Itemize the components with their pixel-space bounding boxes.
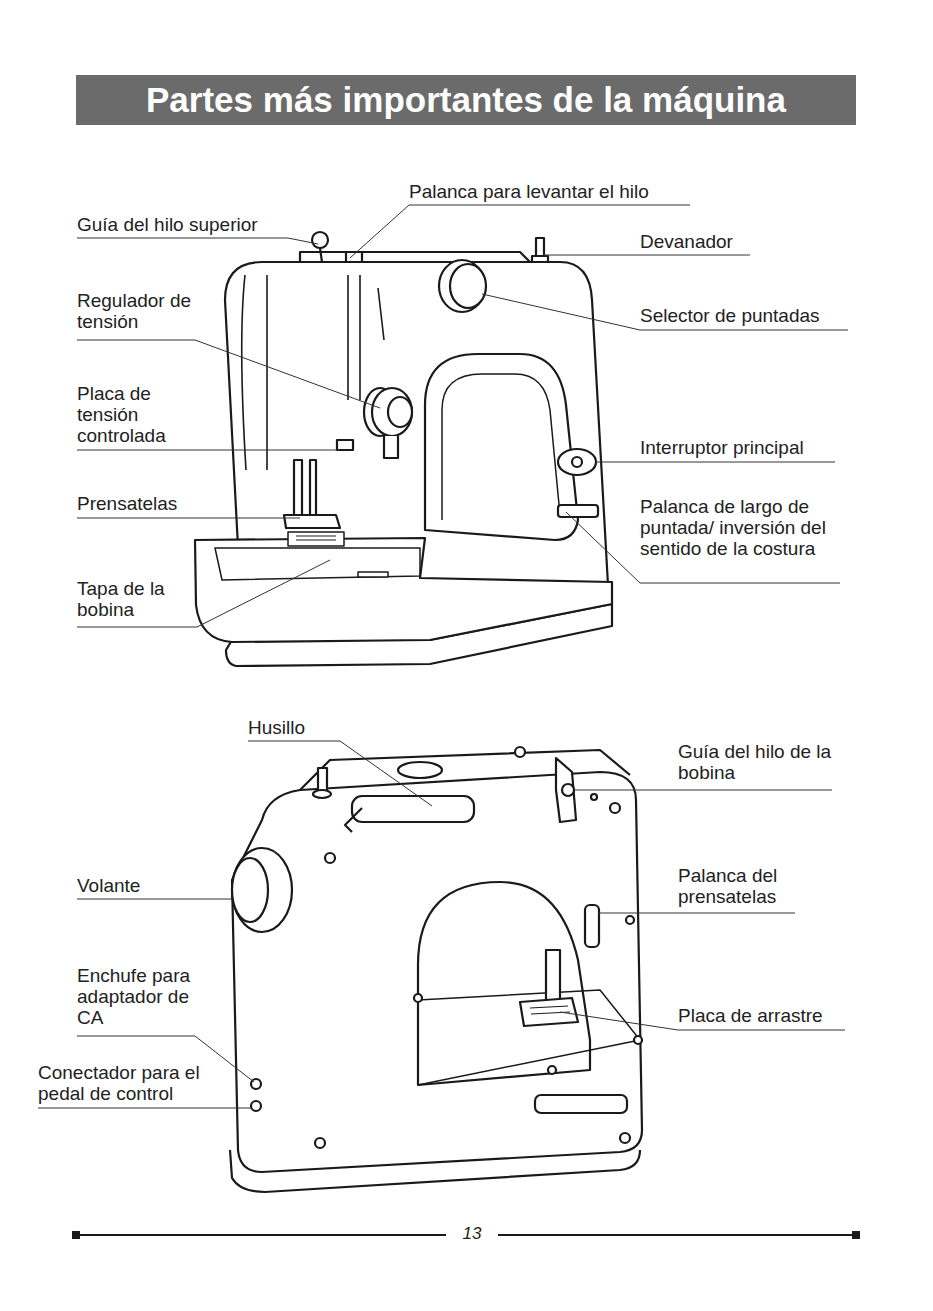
leader-lines bbox=[38, 205, 848, 1108]
title-text: Partes más importantes de la máquina bbox=[76, 75, 856, 125]
part-label: Prensatelas bbox=[77, 493, 277, 514]
page-number: 13 bbox=[446, 1224, 498, 1244]
back-view bbox=[230, 747, 642, 1192]
part-label: Palanca de largo de puntada/ inversión d… bbox=[640, 496, 845, 559]
part-label: Conectador para el pedal de control bbox=[38, 1062, 223, 1104]
part-label: Husillo bbox=[248, 717, 368, 738]
part-label: Guía del hilo superior bbox=[77, 214, 317, 235]
part-label: Placa de arrastre bbox=[678, 1005, 878, 1026]
title-band bbox=[76, 75, 856, 125]
part-label: Devanador bbox=[640, 231, 790, 252]
part-label: Guía del hilo de la bobina bbox=[678, 741, 838, 783]
part-label: Palanca del prensatelas bbox=[678, 865, 803, 907]
part-label: Tapa de la bobina bbox=[77, 578, 189, 620]
part-label: Selector de puntadas bbox=[640, 305, 880, 326]
part-label: Interruptor principal bbox=[640, 437, 880, 458]
part-label: Palanca para levantar el hilo bbox=[409, 181, 709, 202]
part-label: Enchufe para adaptador de CA bbox=[77, 965, 212, 1028]
part-label: Placa de tensión controlada bbox=[77, 383, 189, 446]
front-view bbox=[195, 232, 612, 666]
part-label: Regulador de tensión bbox=[77, 290, 197, 332]
part-label: Volante bbox=[77, 875, 217, 896]
